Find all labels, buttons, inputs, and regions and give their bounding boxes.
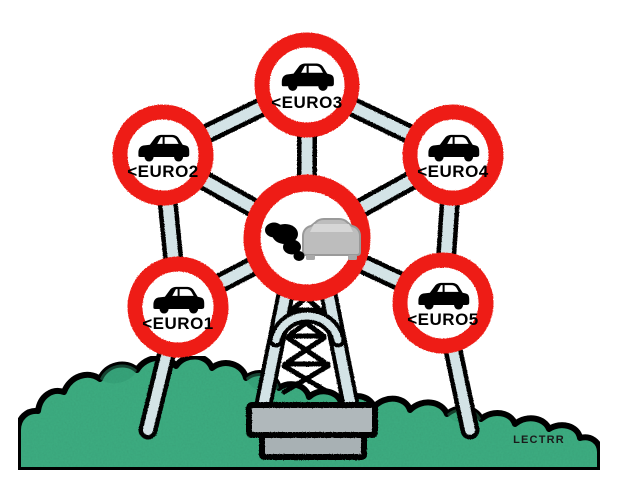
smoking-car-icon xyxy=(265,218,361,261)
polluting-car-hub[interactable] xyxy=(243,174,371,302)
concrete-base-block xyxy=(246,402,378,460)
sign-euro5[interactable]: <EURO5 xyxy=(392,252,494,354)
sign-euro1-label: <EURO1 xyxy=(142,314,214,333)
sign-euro4[interactable]: <EURO4 xyxy=(402,104,504,206)
sign-euro5-label: <EURO5 xyxy=(407,310,479,329)
sign-euro4-label: <EURO4 xyxy=(417,162,489,181)
sign-euro2[interactable]: <EURO2 xyxy=(112,104,214,206)
sign-euro3-label: <EURO3 xyxy=(271,93,343,112)
sign-euro2-label: <EURO2 xyxy=(127,162,199,181)
artist-signature: LECTRR xyxy=(513,434,565,446)
sign-euro3[interactable]: <EURO3 xyxy=(254,32,360,138)
sign-euro1[interactable]: <EURO1 xyxy=(127,256,229,358)
